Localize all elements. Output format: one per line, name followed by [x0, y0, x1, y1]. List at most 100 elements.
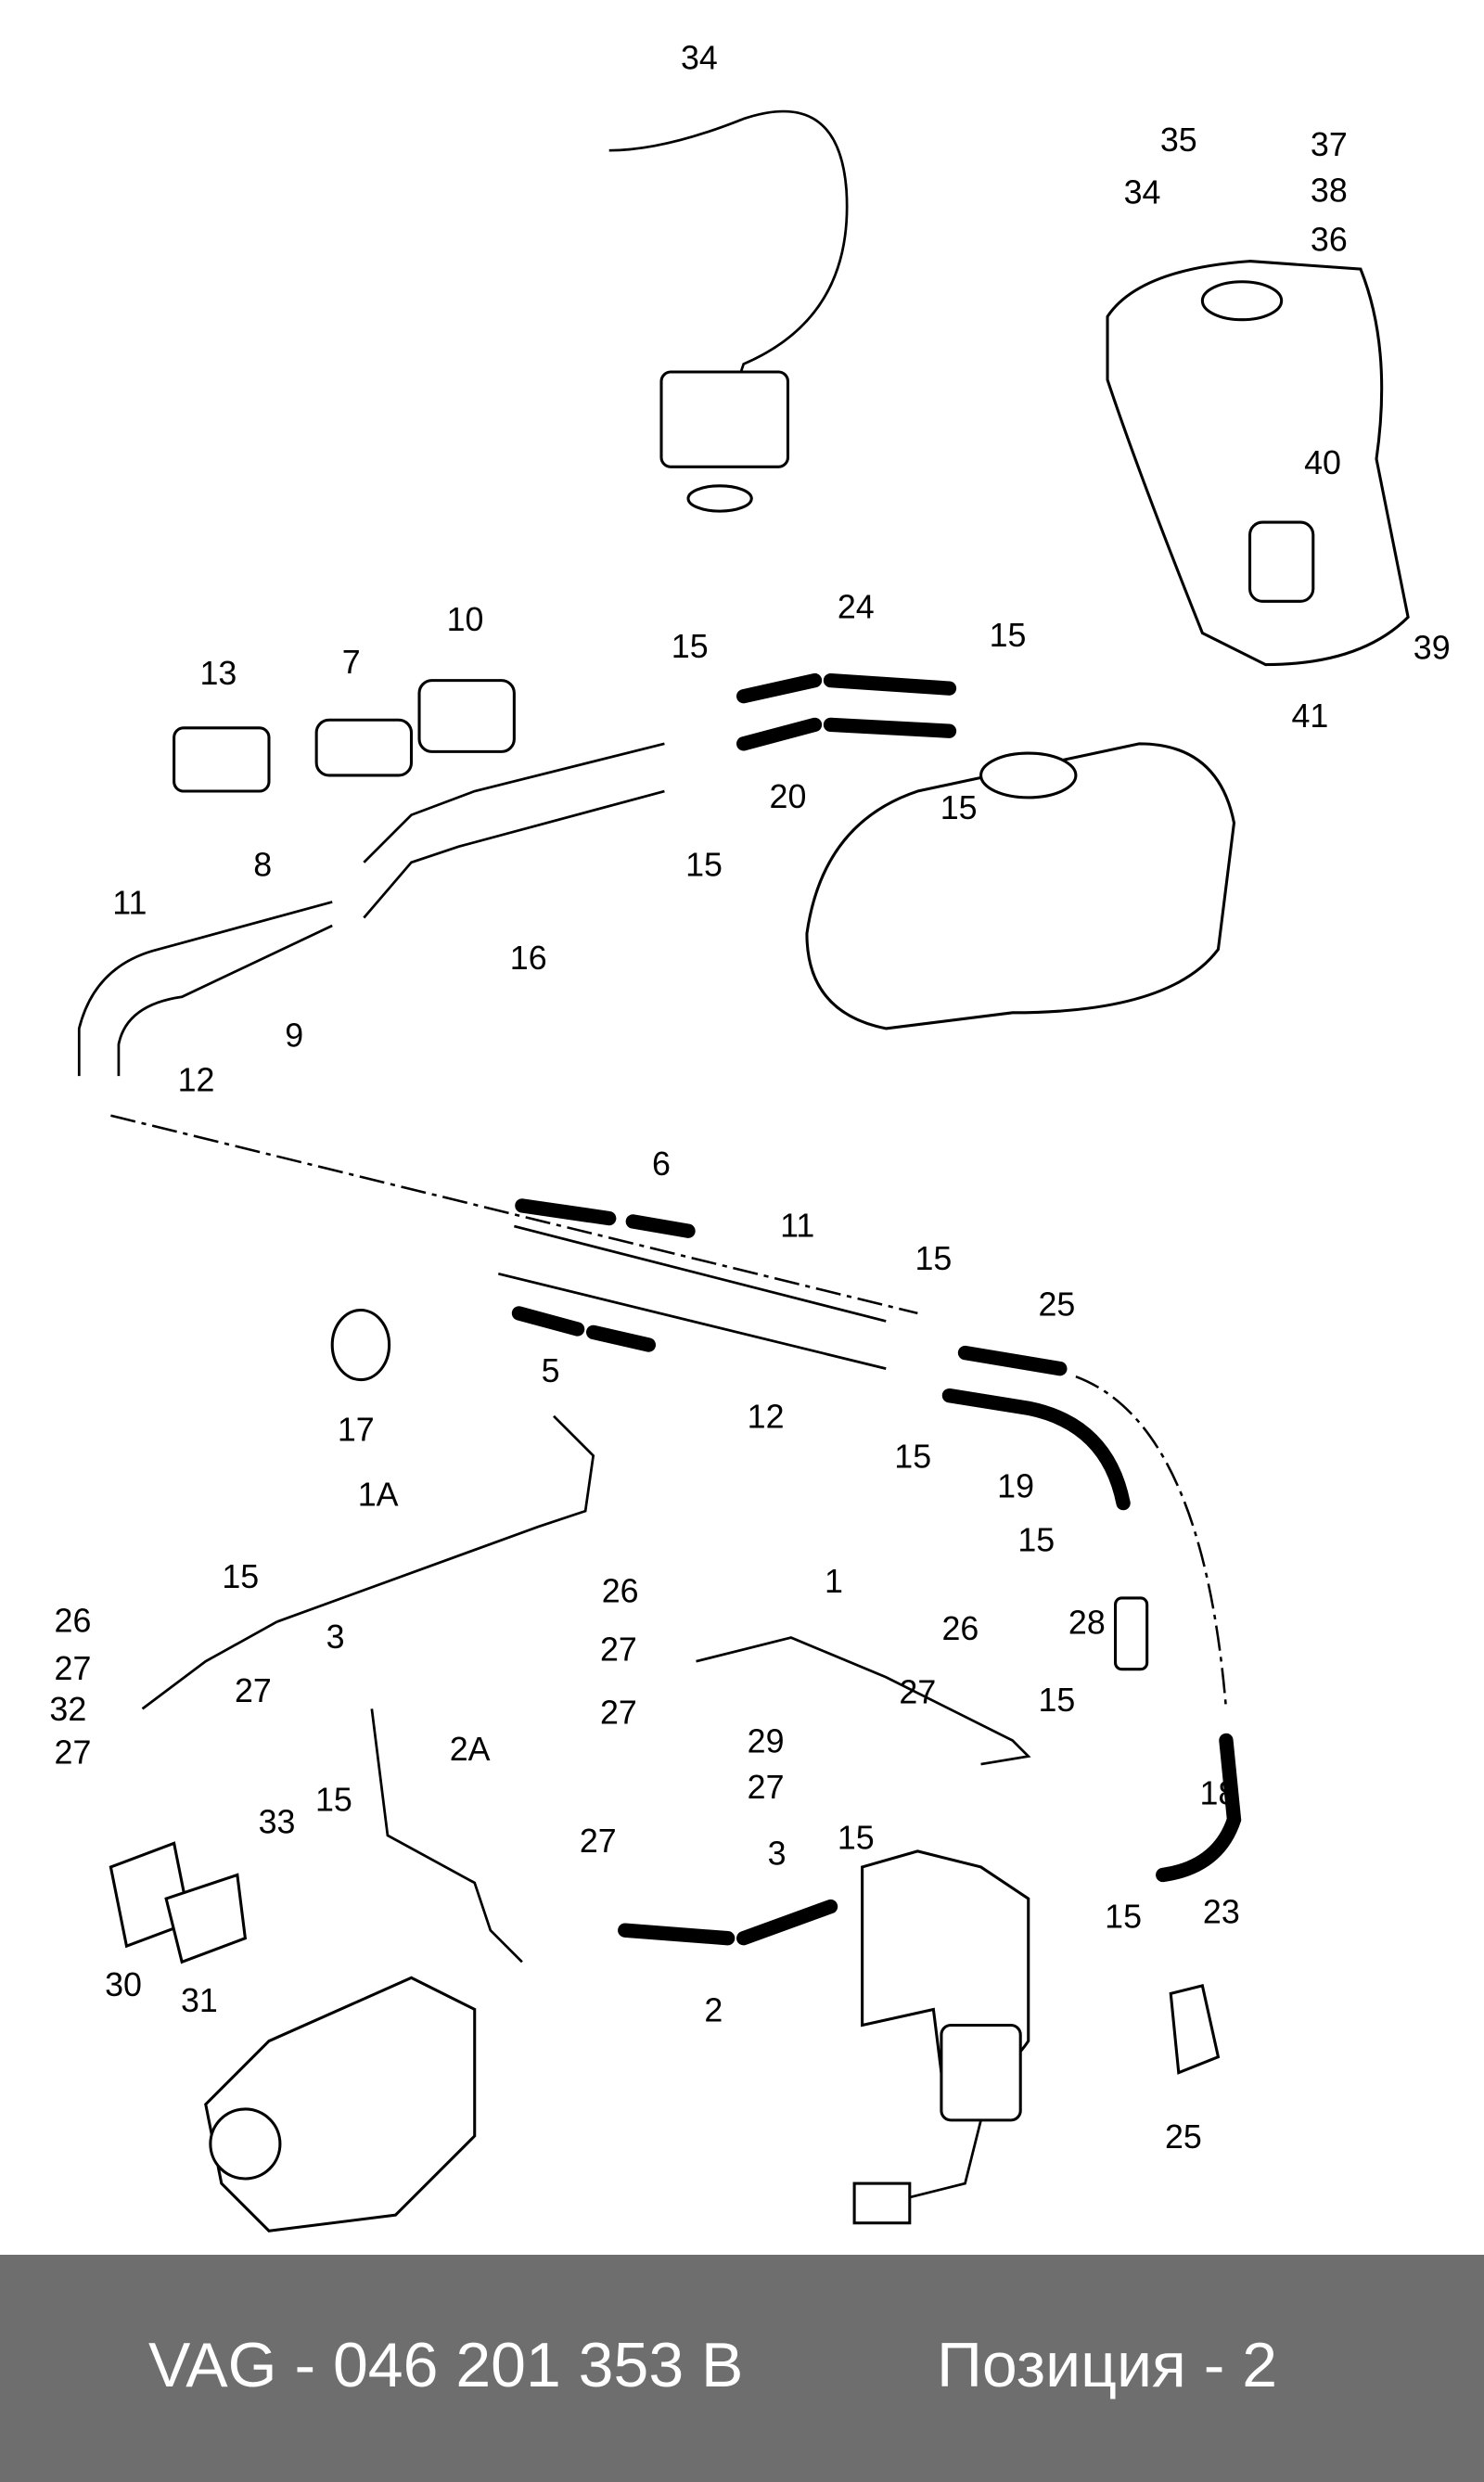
footer-bar: VAG - 046 201 353 B Позиция - 2: [0, 2255, 1484, 2482]
callout-29: 29: [748, 1722, 785, 1759]
callout-35: 35: [1160, 122, 1197, 159]
pump-pulley: [209, 2107, 282, 2181]
callout-34: 34: [1124, 173, 1161, 211]
callout-15: 15: [222, 1558, 259, 1595]
callout-26: 26: [602, 1572, 639, 1609]
callout-33: 33: [259, 1803, 296, 1840]
hose-25: [957, 1345, 1068, 1376]
clip-7: [314, 718, 414, 777]
hose-23-route: [1075, 1375, 1228, 1709]
callout-10: 10: [447, 601, 484, 638]
callout-16: 16: [510, 940, 547, 977]
callout-2A: 2A: [450, 1731, 491, 1768]
callout-25: 25: [1165, 2118, 1202, 2156]
line-11: [77, 901, 333, 1077]
callout-15: 15: [315, 1781, 352, 1818]
callout-38: 38: [1311, 173, 1348, 210]
callout-31: 31: [181, 1982, 218, 2019]
tank-sender-opening: [979, 751, 1078, 800]
callout-27: 27: [580, 1823, 617, 1860]
callout-15: 15: [940, 789, 978, 826]
line-1A: [276, 1414, 595, 1623]
callout-41: 41: [1291, 697, 1328, 735]
line-12: [117, 924, 333, 1077]
callout-27: 27: [899, 1673, 936, 1710]
hose-19: [941, 1388, 1131, 1511]
callout-15: 15: [894, 1438, 931, 1475]
hose-5: [511, 1306, 657, 1352]
callout-3: 3: [326, 1618, 345, 1656]
callout-27: 27: [748, 1769, 785, 1806]
hose-20a: [736, 717, 823, 751]
callout-8: 8: [253, 846, 272, 883]
injection-pump: [204, 1976, 477, 2233]
hose-24a: [736, 672, 823, 704]
fuel-sender-foot: [686, 484, 753, 513]
fuel-tank-upper: [1106, 260, 1410, 667]
hose-24b: [823, 672, 957, 696]
callout-11: 11: [112, 884, 147, 921]
callout-20: 20: [770, 778, 807, 815]
shield-31: [164, 1873, 248, 1964]
fuel-tank-main: [805, 742, 1236, 1030]
callout-26: 26: [55, 1603, 92, 1640]
callout-40: 40: [1304, 444, 1341, 481]
callout-25: 25: [1039, 1286, 1076, 1324]
filter-wire: [901, 2119, 982, 2201]
fuel-filter: [940, 2023, 1022, 2122]
fuel-sender-flange: [659, 370, 790, 468]
callout-15: 15: [1017, 1522, 1055, 1559]
callout-15: 15: [1039, 1682, 1076, 1719]
callout-1: 1: [825, 1563, 843, 1600]
filter-connector: [852, 2181, 912, 2225]
callout-27: 27: [600, 1631, 637, 1668]
hose-6: [515, 1198, 696, 1238]
callout-12: 12: [748, 1399, 785, 1436]
callout-30: 30: [105, 1966, 142, 2003]
callout-26: 26: [941, 1610, 979, 1647]
callout-28: 28: [1068, 1604, 1106, 1641]
tank-filler-ring: [1200, 280, 1284, 322]
clamp-17: [330, 1308, 391, 1382]
callout-19: 19: [997, 1468, 1034, 1505]
callout-34: 34: [681, 39, 718, 76]
callout-1A: 1A: [358, 1476, 399, 1513]
line-12-mid: [497, 1272, 887, 1370]
hose-20b: [823, 717, 957, 738]
line-16b: [363, 789, 665, 919]
callout-2: 2: [704, 1991, 723, 2028]
callout-32: 32: [49, 1691, 86, 1728]
callout-3: 3: [768, 1835, 787, 1872]
callout-7: 7: [342, 644, 361, 681]
drawing: [77, 109, 1410, 2233]
callout-27: 27: [235, 1672, 272, 1709]
callout-24: 24: [838, 588, 875, 625]
callout-27: 27: [55, 1734, 92, 1771]
line-2A: [370, 1708, 523, 1964]
callout-15: 15: [672, 628, 709, 665]
callout-37: 37: [1311, 126, 1348, 163]
callout-9: 9: [285, 1017, 303, 1055]
clip-13: [173, 726, 271, 793]
callout-12: 12: [178, 1061, 215, 1098]
callout-11: 11: [780, 1207, 814, 1244]
callout-5: 5: [542, 1352, 560, 1389]
fuel-sender-line: [608, 109, 849, 413]
callout-15: 15: [990, 617, 1027, 654]
callout-15: 15: [838, 1819, 875, 1856]
callout-6: 6: [652, 1145, 671, 1183]
line-11-mid: [514, 1224, 887, 1323]
line-1: [696, 1636, 1031, 1766]
tank-pump-unit: [1248, 520, 1315, 603]
callout-27: 27: [600, 1695, 637, 1732]
callout-15: 15: [685, 846, 723, 883]
callout-15: 15: [915, 1240, 952, 1277]
callout-39: 39: [1414, 630, 1451, 667]
position-label: Позиция - 2: [937, 2330, 1278, 2400]
line-1A-end: [141, 1620, 278, 1710]
valve-28: [1114, 1596, 1149, 1671]
clip-10: [417, 679, 516, 753]
